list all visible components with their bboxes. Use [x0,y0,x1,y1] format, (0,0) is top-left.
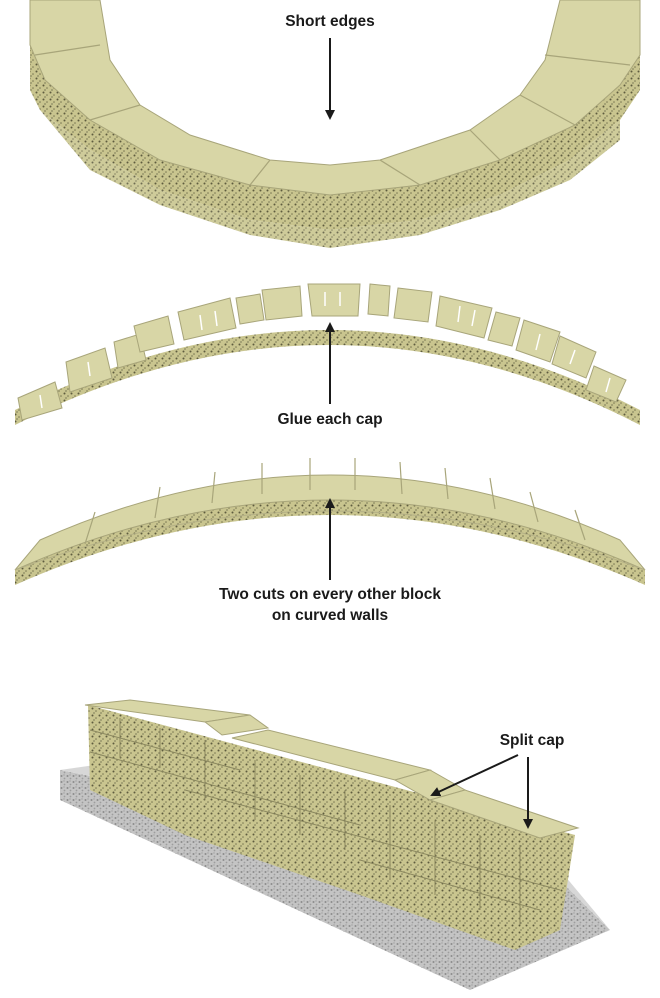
label-glue-each-cap: Glue each cap [277,411,382,428]
glue-caps-diagram: Glue each cap [15,284,640,428]
label-two-cuts-line1: Two cuts on every other block [219,586,441,603]
label-split-cap: Split cap [500,732,565,749]
arrow-split-cap-1 [432,755,518,795]
short-edges-diagram: Short edges [30,0,640,248]
label-two-cuts-line2: on curved walls [272,607,388,624]
label-short-edges: Short edges [285,13,375,30]
split-cap-diagram: Split cap [60,700,610,990]
curved-cuts-diagram: Two cuts on every other block on curved … [15,458,645,624]
glue-cap-blocks [18,284,626,420]
